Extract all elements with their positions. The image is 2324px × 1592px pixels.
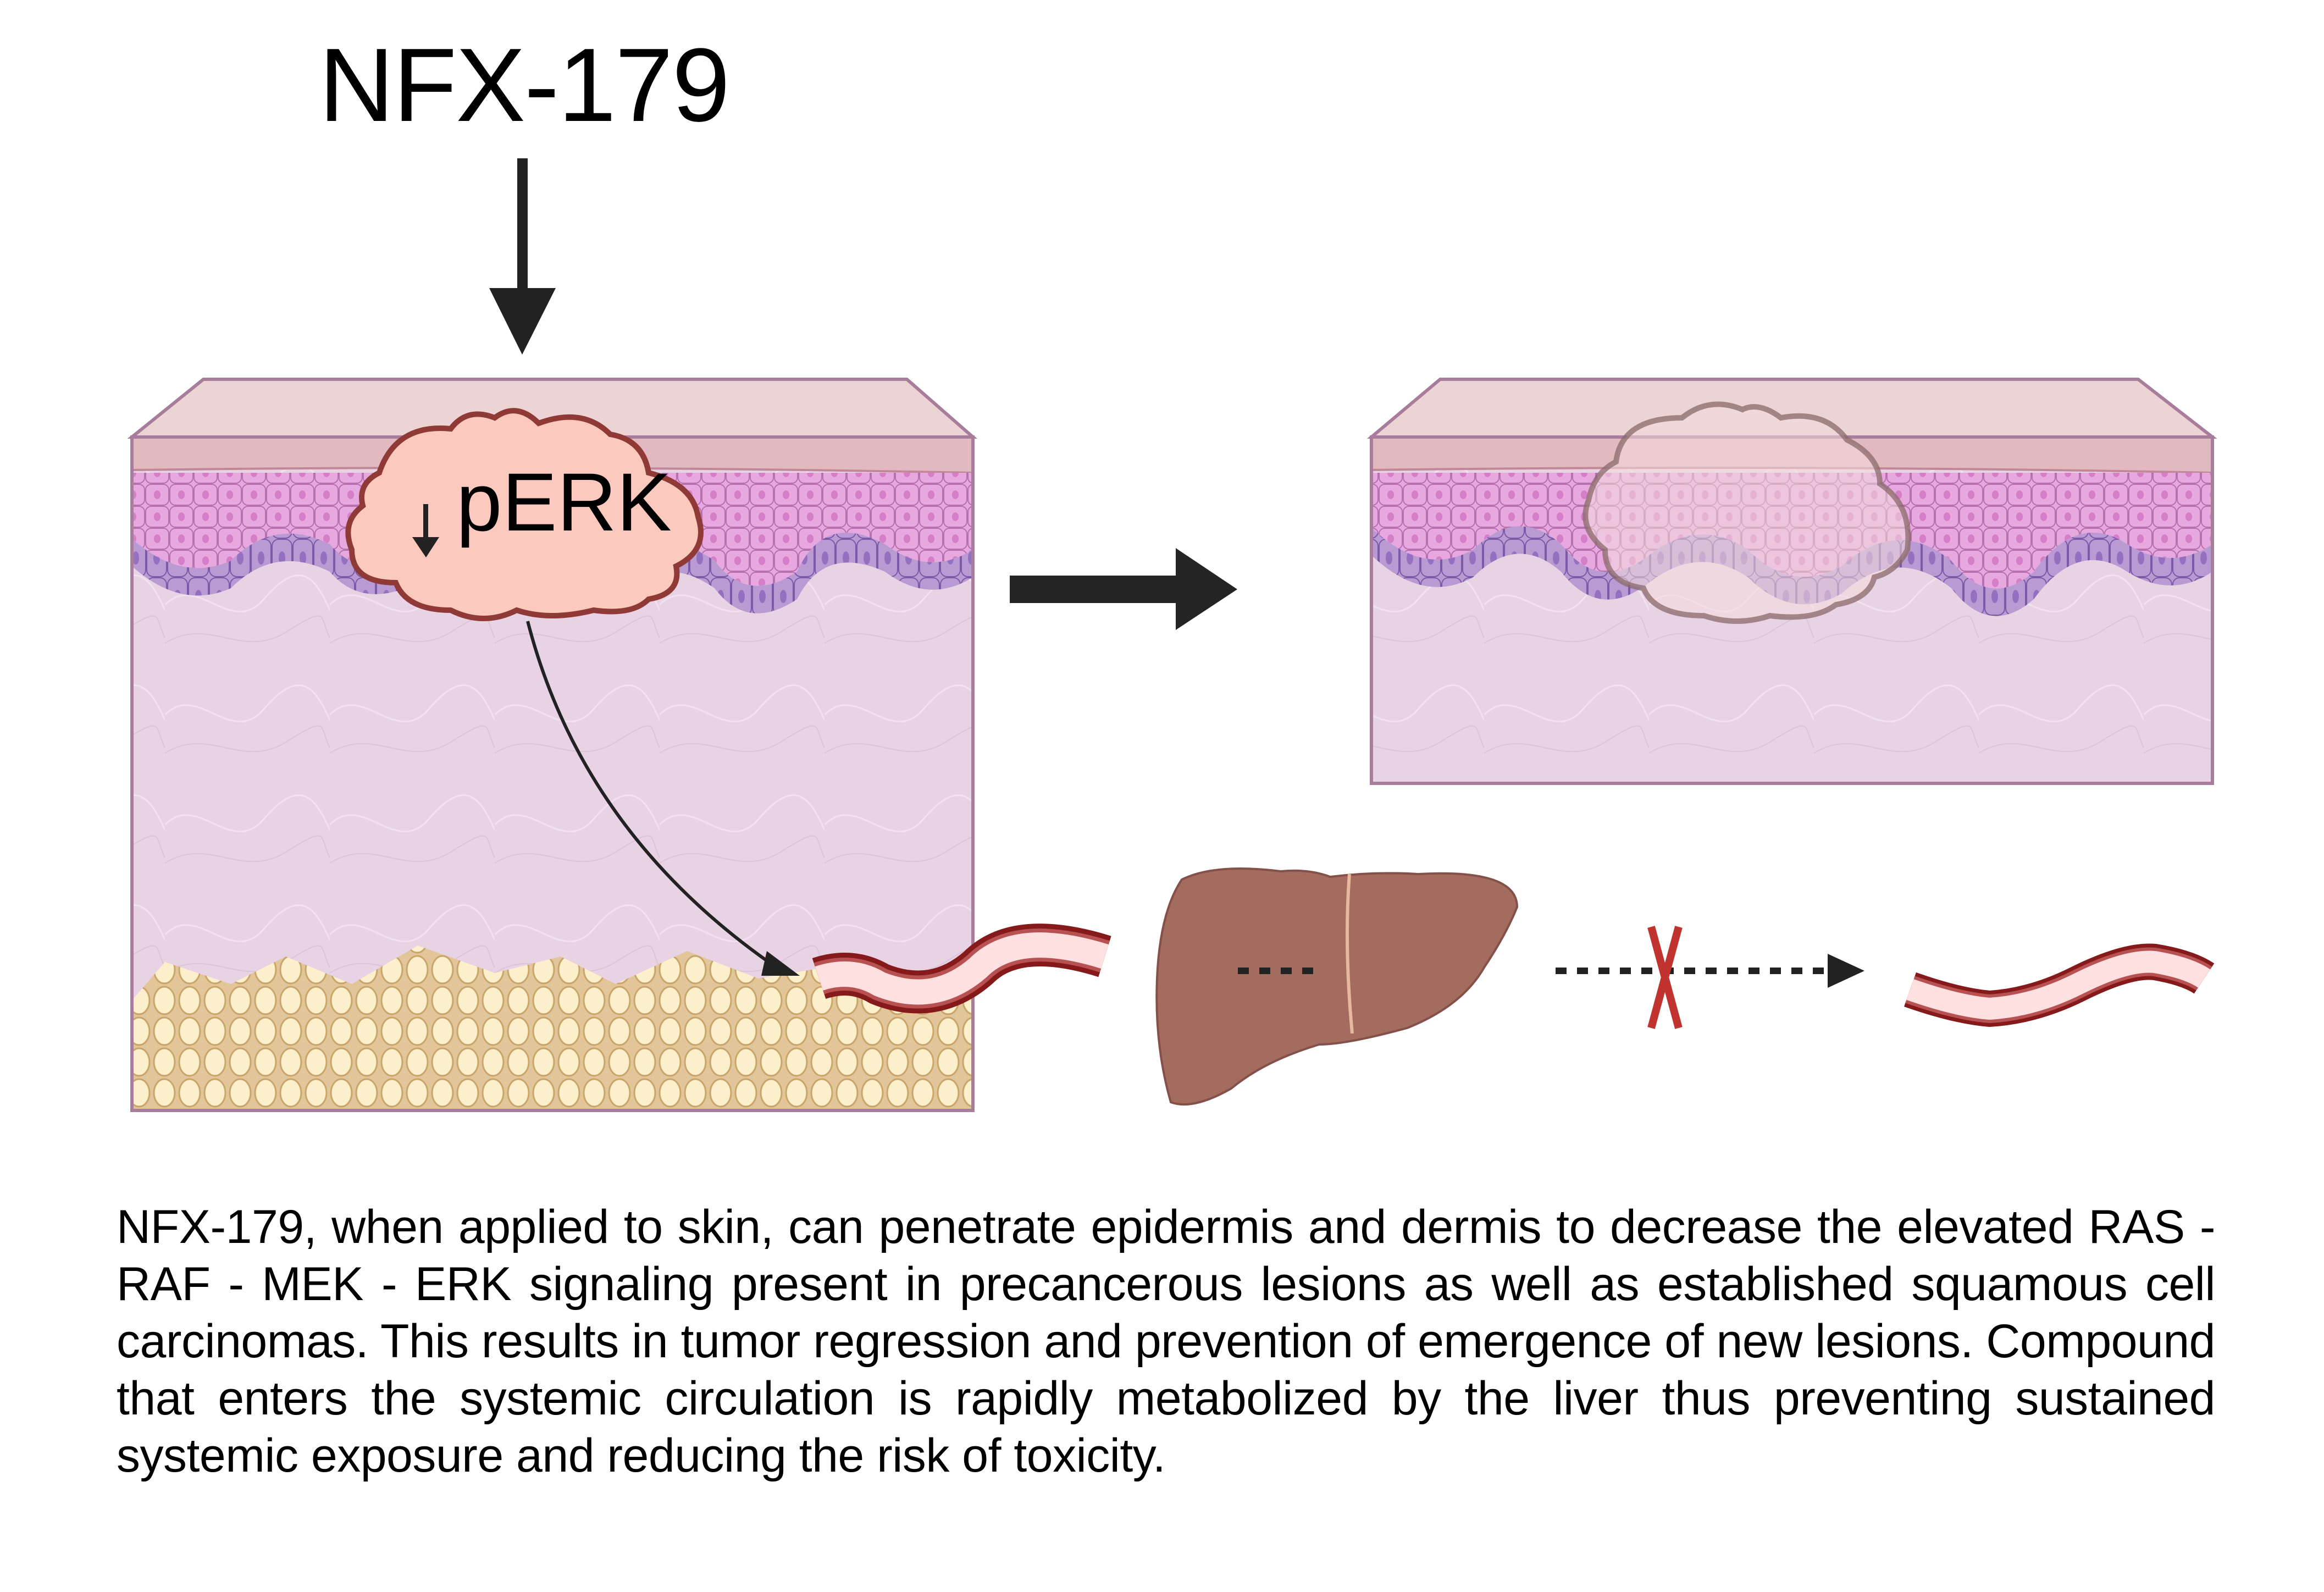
subcutaneous-fat (132, 946, 973, 1110)
blood-vessel-systemic (1904, 943, 2215, 1027)
diagram-canvas: pERK (127, 158, 2217, 1112)
liver-icon (1155, 867, 1519, 1106)
perk-label: pERK (456, 456, 672, 548)
systemic-arrow (1556, 954, 1864, 988)
penetration-arrow (526, 621, 782, 972)
skin-panel-regressed (1366, 378, 2217, 785)
skin-panel-treated: pERK (127, 378, 977, 1112)
application-arrow (489, 158, 556, 355)
blood-vessel-skin (812, 924, 1111, 1014)
block-x-icon (1647, 926, 1683, 1029)
drug-title: NFX-179 (319, 27, 730, 143)
decrease-arrow-icon (412, 504, 439, 557)
regressed-tumor (1582, 401, 1911, 624)
transition-arrow (1010, 548, 1237, 630)
caption-text: NFX-179, when applied to skin, can penet… (117, 1201, 2216, 1482)
tumor-lesion (345, 408, 704, 621)
